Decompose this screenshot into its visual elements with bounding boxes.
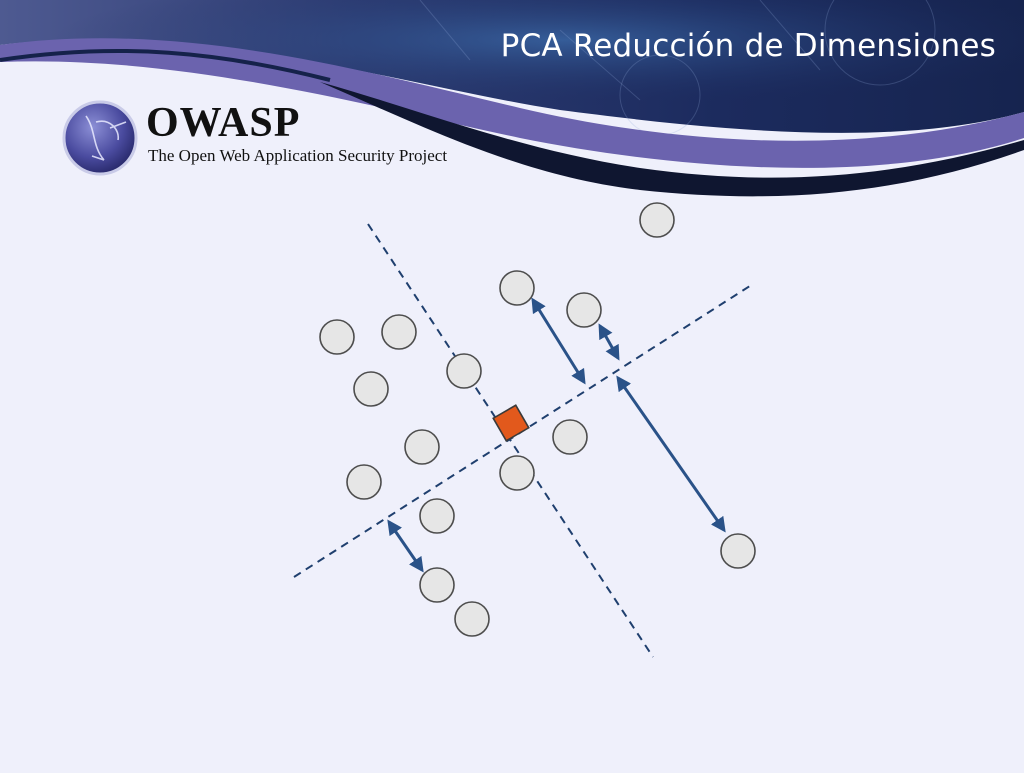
slide-title: PCA Reducción de Dimensiones [500,28,996,64]
data-point [552,419,588,455]
data-points [319,202,756,637]
data-point [720,533,756,569]
header-swoosh-dark [320,82,1024,197]
data-point [419,498,455,534]
header-texture [419,0,936,136]
data-point [404,429,440,465]
data-point [566,292,602,328]
data-point [499,270,535,306]
projection-arrow [598,323,620,361]
header-swoosh-purple [0,38,1024,168]
data-point [353,371,389,407]
data-point [446,353,482,389]
projection-arrow [531,297,586,385]
header-banner [0,0,1024,197]
logo-name: OWASP [146,100,301,146]
data-point [454,601,490,637]
data-point [346,464,382,500]
data-point [639,202,675,238]
data-point [319,319,355,355]
principal-axis-2 [367,223,654,658]
mean-marker [492,404,530,442]
pca-diagram [293,202,756,658]
owasp-globe-icon [62,100,138,176]
data-point [381,314,417,350]
logo-tagline: The Open Web Application Security Projec… [148,146,448,165]
projection-arrow [616,375,726,533]
data-point [499,455,535,491]
header-swoosh-line [0,49,331,82]
data-point [419,567,455,603]
projection-arrow [387,519,424,573]
